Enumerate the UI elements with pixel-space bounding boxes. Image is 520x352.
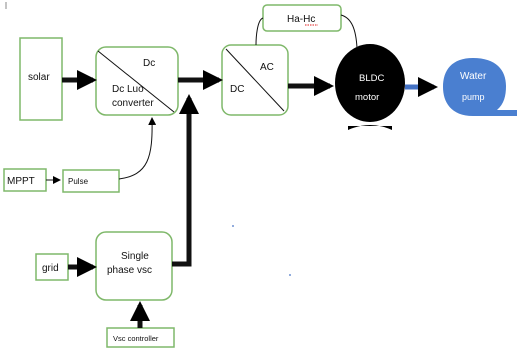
water-pump-label-line1: Water xyxy=(460,71,487,82)
vsc-label-line1: Single xyxy=(121,251,149,262)
bldc-motor-label-line1: BLDC xyxy=(359,73,384,84)
pulse-label: Pulse xyxy=(68,177,89,186)
water-pump xyxy=(443,58,517,116)
vsc-label-line2: phase vsc xyxy=(107,265,152,276)
dc-luo-top-label: Dc xyxy=(143,58,155,69)
line-hall-to-motor xyxy=(340,14,358,49)
pulse-block xyxy=(62,169,120,193)
dc-luo-diagonal xyxy=(97,50,175,113)
dc-luo-label-line1: Dc Luo xyxy=(112,84,144,95)
dot-mark-1 xyxy=(232,225,234,227)
bldc-motor-body xyxy=(348,125,392,130)
arrow-pulse-to-dcluo xyxy=(118,117,157,180)
mppt-label: MPPT xyxy=(7,176,35,187)
solar-block xyxy=(19,37,63,121)
bldc-motor xyxy=(335,44,405,122)
hall-sensor-label: Ha-Hc xyxy=(287,14,315,25)
grid-label: grid xyxy=(42,263,59,274)
inverter-diagonal xyxy=(225,48,285,112)
grid-block xyxy=(35,253,69,281)
arrow-vsc-to-dc-bus xyxy=(172,94,199,267)
water-pump-label-line2: pump xyxy=(462,92,485,102)
solar-label: solar xyxy=(28,72,50,83)
inverter-ac-label: AC xyxy=(260,62,274,73)
bldc-motor-label-line2: motor xyxy=(355,92,379,103)
vsc-controller-label: Vsc controller xyxy=(113,334,159,343)
dot-mark-2 xyxy=(289,274,291,276)
inverter-dc-label: DC xyxy=(230,84,244,95)
dc-luo-label-line2: converter xyxy=(112,98,154,109)
line-inverter-to-hall xyxy=(255,17,264,46)
